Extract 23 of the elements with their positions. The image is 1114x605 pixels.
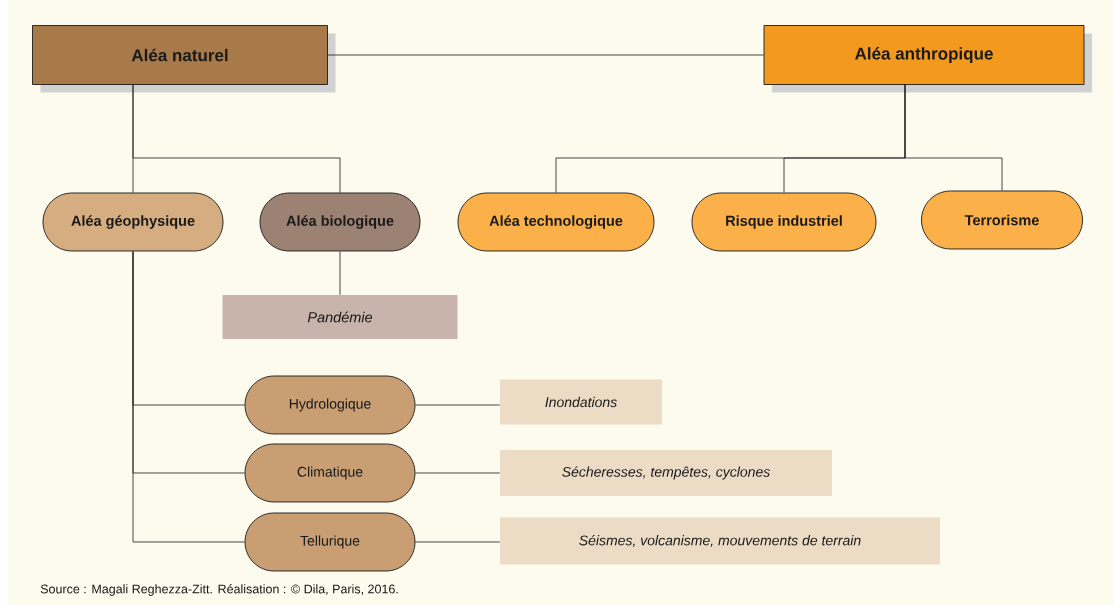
hazard-pill: Terrorisme: [921, 190, 1083, 250]
connector-line: [132, 84, 341, 193]
connector-line: [132, 251, 245, 543]
hazard-pill: Aléa technologique: [457, 192, 655, 252]
source-caption: Source : Magali Reghezza-Zitt. Réalisation : © Dila, Paris, 2016.: [40, 584, 398, 596]
connector-line: [904, 84, 1003, 191]
connector-line: [339, 251, 341, 296]
example-band: Sécheresses, tempêtes, cyclones: [500, 450, 832, 496]
hazard-pill: Aléa biologique: [259, 192, 421, 252]
connector-line: [415, 472, 501, 474]
subtype-pill: Climatique: [244, 443, 416, 503]
connector-line: [327, 54, 764, 56]
example-band: Inondations: [500, 379, 662, 425]
hazard-pill: Risque industriel: [691, 192, 877, 252]
category-box: Aléa naturel: [32, 25, 328, 85]
connector-line: [415, 541, 501, 543]
hazard-pill: Aléa géophysique: [42, 192, 224, 252]
example-band: Pandémie: [222, 295, 458, 339]
subtype-pill: Tellurique: [244, 512, 416, 572]
example-band: Séismes, volcanisme, mouvements de terrain: [500, 517, 940, 565]
category-box: Aléa anthropique: [763, 25, 1085, 85]
subtype-pill: Hydrologique: [244, 375, 416, 435]
connector-line: [415, 404, 501, 406]
